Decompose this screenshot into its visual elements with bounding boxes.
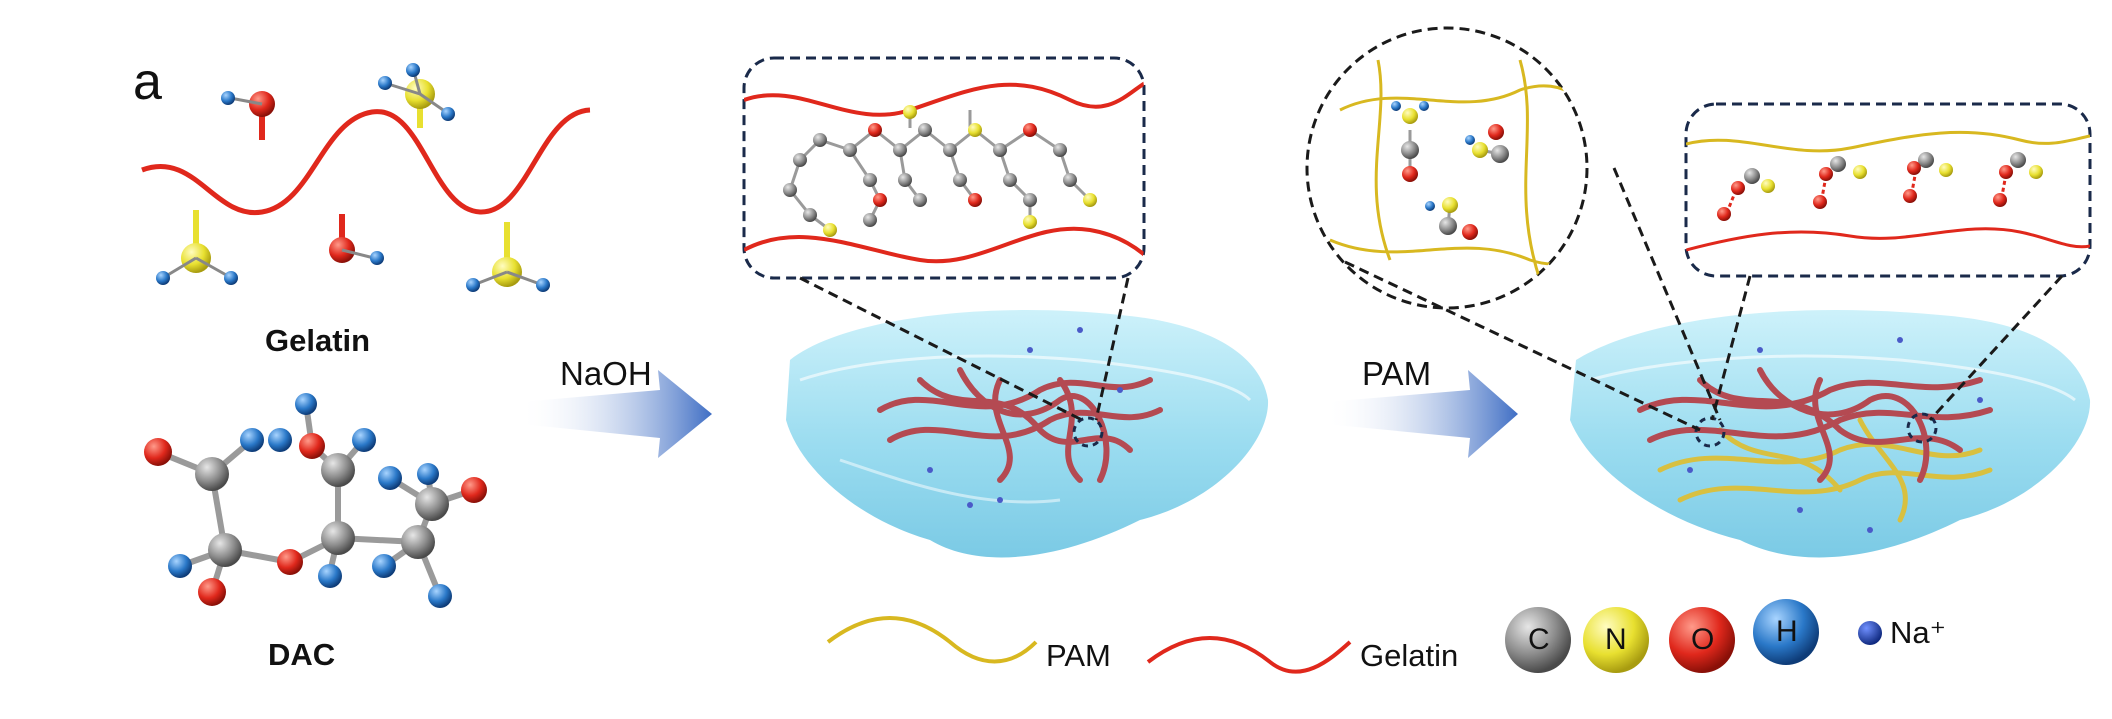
atom-nitrogen-icon xyxy=(1583,607,1649,673)
atom-carbon-label: C xyxy=(1528,623,1550,656)
dac-label: DAC xyxy=(268,637,336,672)
atom-carbon-icon xyxy=(1505,607,1571,673)
legend-pam-label: PAM xyxy=(1046,638,1111,673)
legend-gelatin-label: Gelatin xyxy=(1360,638,1459,673)
atom-hydrogen-icon xyxy=(1753,599,1819,665)
atom-nitrogen-label: N xyxy=(1605,623,1627,656)
atom-hydrogen-label: H xyxy=(1776,615,1798,648)
gelatin-dac-crosslink-inset xyxy=(742,56,1146,422)
sodium-ion-icon xyxy=(1858,621,1882,645)
gelatin-pam-hydrogel xyxy=(1570,310,2091,558)
pam-network-inset xyxy=(1305,26,1722,432)
dac-molecule xyxy=(144,393,487,608)
naoh-arrow xyxy=(520,370,712,458)
legend xyxy=(826,599,1882,674)
atom-oxygen-label: O xyxy=(1691,623,1715,656)
atom-oxygen-icon xyxy=(1669,607,1735,673)
gelatin-hydrogel xyxy=(786,310,1269,558)
pam-arrow xyxy=(1325,370,1518,458)
pam-arrow-label: PAM xyxy=(1362,355,1432,392)
legend-pam-swatch xyxy=(826,616,1038,664)
hydrogen-bond-inset xyxy=(1684,102,2092,422)
legend-gelatin-swatch xyxy=(1146,636,1352,674)
gelatin-label: Gelatin xyxy=(265,323,371,358)
sodium-ion-label: Na⁺ xyxy=(1890,615,1946,650)
naoh-label: NaOH xyxy=(560,355,652,392)
gelatin-molecule xyxy=(141,63,591,292)
panel-label: a xyxy=(133,53,162,111)
